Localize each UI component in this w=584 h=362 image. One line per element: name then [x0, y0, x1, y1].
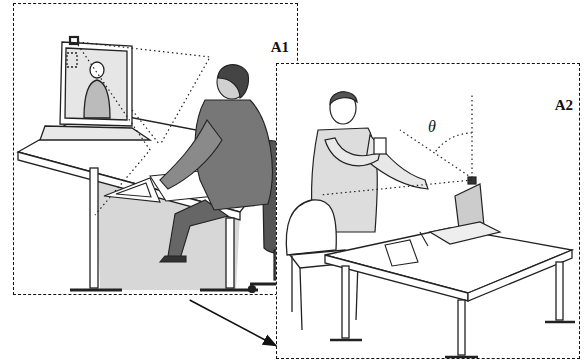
desk [18, 110, 290, 212]
panel-label: A2 [555, 97, 573, 114]
desk-shadow [96, 170, 240, 290]
laptop [84, 80, 110, 118]
laptop [70, 37, 78, 44]
desk [200, 289, 258, 292]
scene-panel: A1 [13, 3, 298, 295]
seated-man [160, 120, 222, 189]
office-chair [249, 286, 256, 293]
seated-man [218, 65, 249, 98]
desk-shadow [96, 170, 240, 290]
laptop [67, 53, 77, 67]
seated-man [160, 65, 272, 262]
desk-papers [116, 183, 151, 197]
desk-papers [150, 170, 225, 201]
scene-panel: A2 [276, 63, 580, 359]
laptop [60, 42, 132, 126]
panel-label: A1 [271, 39, 289, 56]
desk [70, 289, 122, 292]
camera-view-lines [78, 45, 150, 215]
angle-label: θ [428, 118, 436, 136]
laptop [90, 62, 104, 78]
laptop [40, 37, 150, 140]
laptop [65, 48, 127, 120]
camera-view-lines [78, 42, 210, 145]
seated-man [195, 100, 272, 210]
desk [90, 168, 98, 288]
desk-papers [104, 170, 225, 202]
flow-arrow [190, 300, 276, 346]
seated-man [168, 200, 228, 259]
seated-man [217, 65, 247, 99]
seated-man [160, 256, 186, 262]
laptop [40, 126, 150, 140]
desk [18, 110, 290, 290]
desk-papers [104, 178, 160, 202]
camera-view-lines [132, 110, 160, 145]
desk [226, 218, 234, 288]
desk [18, 152, 240, 220]
camera-view-lines [78, 42, 210, 215]
